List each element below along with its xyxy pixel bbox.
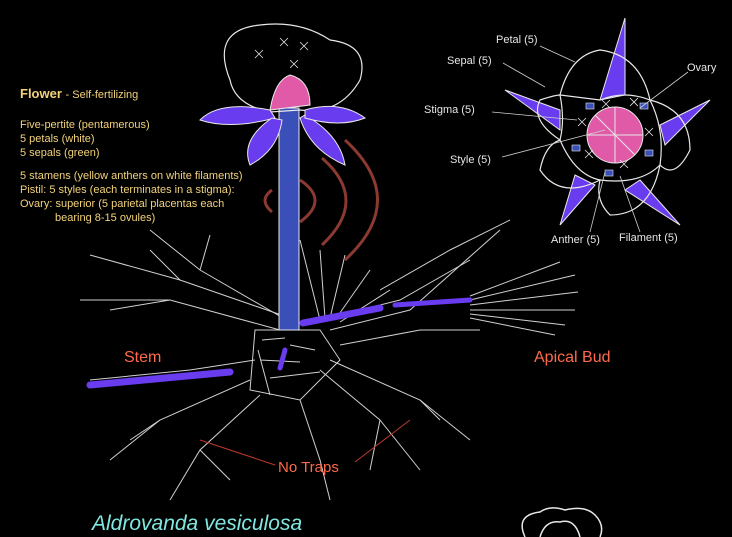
flower-line-pistil: Pistil: 5 styles (each terminates in a s…	[20, 184, 235, 196]
flower-line-pentamerous: Five-pertite (pentamerous)	[20, 119, 150, 131]
flower-line-stamens: 5 stamens (yellow anthers on white filam…	[20, 170, 243, 182]
label-sepal: Sepal (5)	[447, 55, 492, 67]
top-flower	[199, 23, 367, 166]
label-no-traps: No Traps	[278, 459, 339, 476]
no-traps-leaders	[199, 419, 411, 466]
label-anther: Anther (5)	[551, 234, 600, 246]
motion-arcs	[263, 138, 379, 262]
branch-whorl	[80, 219, 579, 501]
small-flower-outline	[521, 507, 603, 537]
flower-heading: Flower	[20, 86, 62, 101]
flower-subheading: - Self-fertilizing	[65, 89, 139, 101]
label-petal: Petal (5)	[496, 34, 538, 46]
species-name: Aldrovanda vesiculosa	[92, 512, 303, 535]
stem-segments	[86, 297, 473, 389]
flower-line-ovary: Ovary: superior (5 parietal placentas ea…	[20, 198, 225, 210]
label-stem: Stem	[124, 349, 162, 366]
label-apical-bud: Apical Bud	[534, 349, 611, 366]
label-style: Style (5)	[450, 154, 491, 166]
flower-title: Flower - Self-fertilizing	[20, 86, 138, 101]
flower-line-ovules: bearing 8-15 ovules)	[55, 212, 156, 224]
main-stem	[278, 107, 300, 331]
label-filament: Filament (5)	[619, 232, 678, 244]
flower-line-sepals: 5 sepals (green)	[20, 147, 100, 159]
flower-line-petals: 5 petals (white)	[20, 133, 95, 145]
label-ovary: Ovary	[687, 62, 717, 74]
label-stigma: Stigma (5)	[424, 104, 475, 116]
flower-cross-section	[491, 17, 711, 233]
